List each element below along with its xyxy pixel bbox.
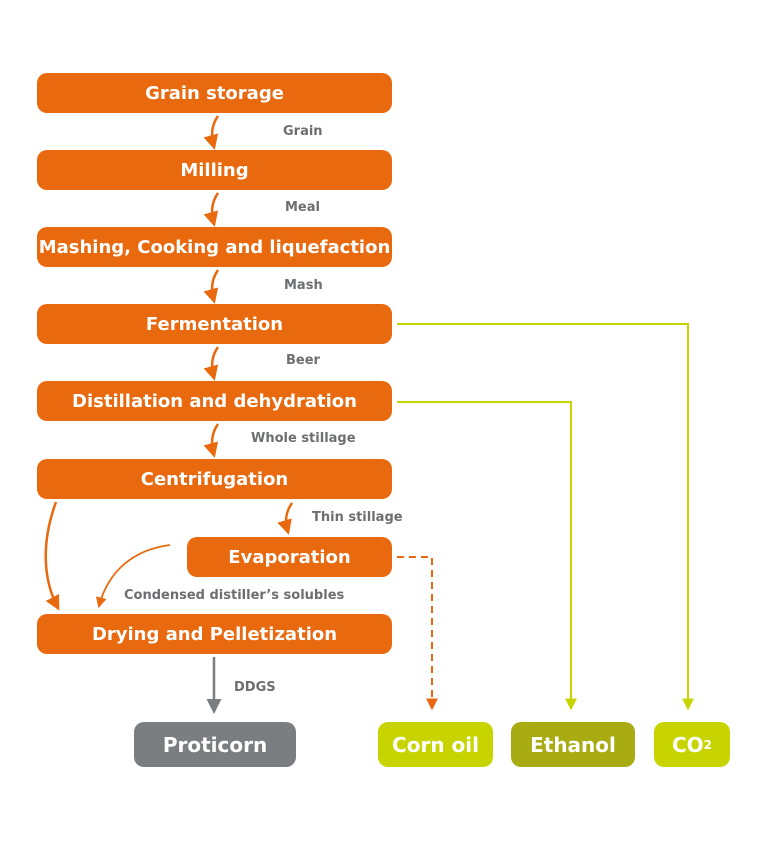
arrow-grain — [203, 115, 220, 150]
flow-label-condensed-solubles: Condensed distiller’s solubles — [124, 588, 345, 603]
step-milling: Milling — [37, 150, 392, 190]
flow-label-whole-stillage: Whole stillage — [251, 431, 356, 446]
arrow-co2 — [397, 323, 694, 711]
arrow-corn-oil — [397, 556, 438, 711]
flow-label-beer: Beer — [286, 353, 320, 368]
step-centrifugation: Centrifugation — [37, 459, 392, 499]
arrow-meal — [203, 192, 220, 227]
flow-label-ddgs: DDGS — [234, 680, 276, 695]
step-evaporation: Evaporation — [187, 537, 392, 577]
step-drying: Drying and Pelletization — [37, 614, 392, 654]
arrow-centrifugation-drying — [44, 501, 60, 611]
co2-main-text: CO — [671, 732, 704, 757]
co2-subscript: 2 — [703, 737, 713, 752]
flow-label-grain: Grain — [283, 124, 323, 139]
arrow-mash — [203, 269, 220, 304]
flow-label-mash: Mash — [284, 278, 323, 293]
output-proticorn: Proticorn — [134, 722, 296, 767]
arrow-condensed-solubles — [95, 544, 171, 609]
step-grain-storage: Grain storage — [37, 73, 392, 113]
step-mashing: Mashing, Cooking and liquefaction — [37, 227, 392, 267]
arrow-beer — [203, 346, 220, 381]
flow-label-meal: Meal — [285, 200, 320, 215]
arrow-thin-stillage — [277, 502, 294, 535]
output-corn-oil: Corn oil — [378, 722, 493, 767]
step-distillation: Distillation and dehydration — [37, 381, 392, 421]
arrow-ethanol — [397, 401, 577, 711]
step-fermentation: Fermentation — [37, 304, 392, 344]
flow-label-thin-stillage: Thin stillage — [312, 510, 403, 525]
output-ethanol: Ethanol — [511, 722, 635, 767]
arrow-whole-stillage — [203, 423, 220, 458]
